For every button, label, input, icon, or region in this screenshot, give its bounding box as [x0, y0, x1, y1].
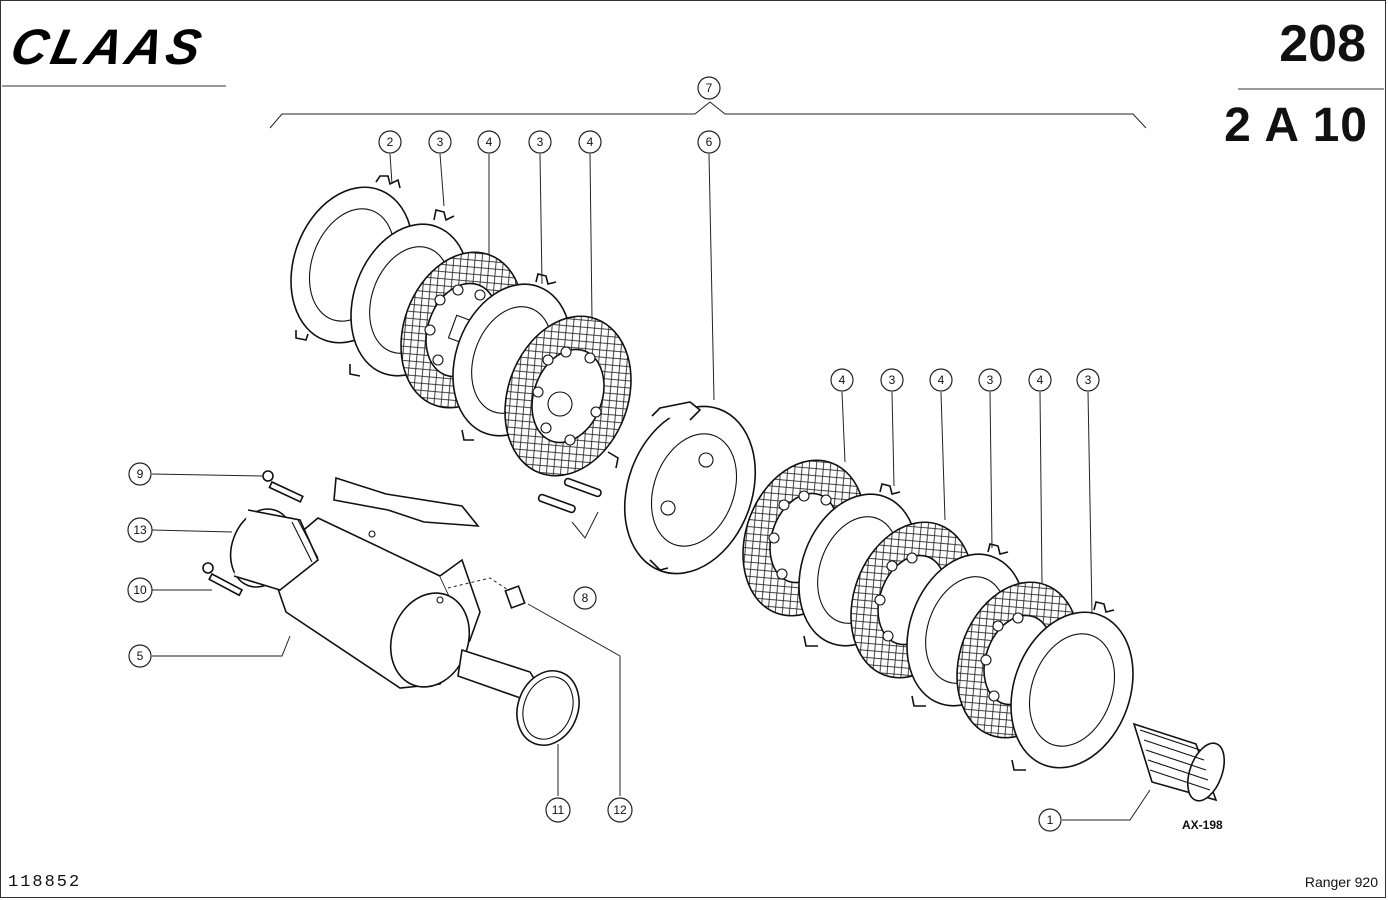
callout-7: 7 — [697, 76, 721, 100]
callout-9: 9 — [128, 462, 152, 486]
dowel-pins-8 — [537, 477, 602, 539]
svg-text:7: 7 — [706, 81, 713, 95]
callout-6: 6 — [697, 130, 721, 154]
svg-text:5: 5 — [137, 649, 144, 663]
svg-text:3: 3 — [889, 373, 896, 387]
svg-text:1: 1 — [1047, 813, 1054, 827]
grease-nipple-12 — [447, 577, 526, 609]
svg-text:8: 8 — [582, 591, 589, 605]
friction-disc-4b — [504, 315, 632, 477]
callout-4: 4 — [578, 130, 602, 154]
svg-text:2: 2 — [387, 135, 394, 149]
section-code: 2 A 10 — [1224, 99, 1368, 152]
svg-text:4: 4 — [587, 135, 594, 149]
svg-text:9: 9 — [137, 467, 144, 481]
svg-text:4: 4 — [839, 373, 846, 387]
o-ring-11 — [516, 670, 580, 746]
leader-lines — [151, 153, 1151, 821]
callout-3: 3 — [1076, 368, 1100, 392]
bolt-10 — [202, 562, 244, 597]
svg-text:4: 4 — [486, 135, 493, 149]
svg-text:11: 11 — [552, 803, 565, 817]
filter-cap-13 — [229, 508, 319, 591]
callout-8: 8 — [573, 586, 597, 610]
callout-3: 3 — [428, 130, 452, 154]
callout-4: 4 — [1028, 368, 1052, 392]
svg-text:4: 4 — [1037, 373, 1044, 387]
page-number: 208 — [1279, 15, 1366, 73]
callout-3: 3 — [528, 130, 552, 154]
callout-4: 4 — [929, 368, 953, 392]
svg-text:6: 6 — [706, 135, 713, 149]
callout-11: 11 — [545, 797, 571, 823]
model-name: Ranger 920 — [1304, 874, 1378, 890]
callout-5: 5 — [128, 644, 152, 668]
callout-12: 12 — [607, 797, 633, 823]
svg-text:3: 3 — [537, 135, 544, 149]
callout-4: 4 — [477, 130, 501, 154]
drawing-number: 118852 — [8, 873, 82, 892]
svg-text:3: 3 — [437, 135, 444, 149]
clutch-piston-6 — [607, 401, 757, 575]
callout-10: 10 — [127, 577, 153, 603]
svg-text:12: 12 — [613, 803, 627, 817]
svg-text:10: 10 — [133, 583, 147, 597]
svg-text:4: 4 — [938, 373, 945, 387]
bolt-9 — [262, 470, 304, 503]
callout-3: 3 — [880, 368, 904, 392]
callout-2: 2 — [378, 130, 402, 154]
callout-1: 1 — [1038, 808, 1062, 832]
callout-4: 4 — [830, 368, 854, 392]
reference-code: AX-198 — [1182, 818, 1223, 832]
callout-13: 13 — [127, 517, 153, 543]
steel-plate-3e — [1010, 601, 1134, 771]
assembly-bracket — [269, 101, 1147, 129]
callout-3: 3 — [978, 368, 1002, 392]
valve-housing-5 — [267, 476, 542, 701]
svg-text:13: 13 — [133, 523, 147, 537]
svg-text:3: 3 — [987, 373, 994, 387]
splined-hub-1 — [1132, 722, 1226, 802]
svg-text:3: 3 — [1085, 373, 1092, 387]
